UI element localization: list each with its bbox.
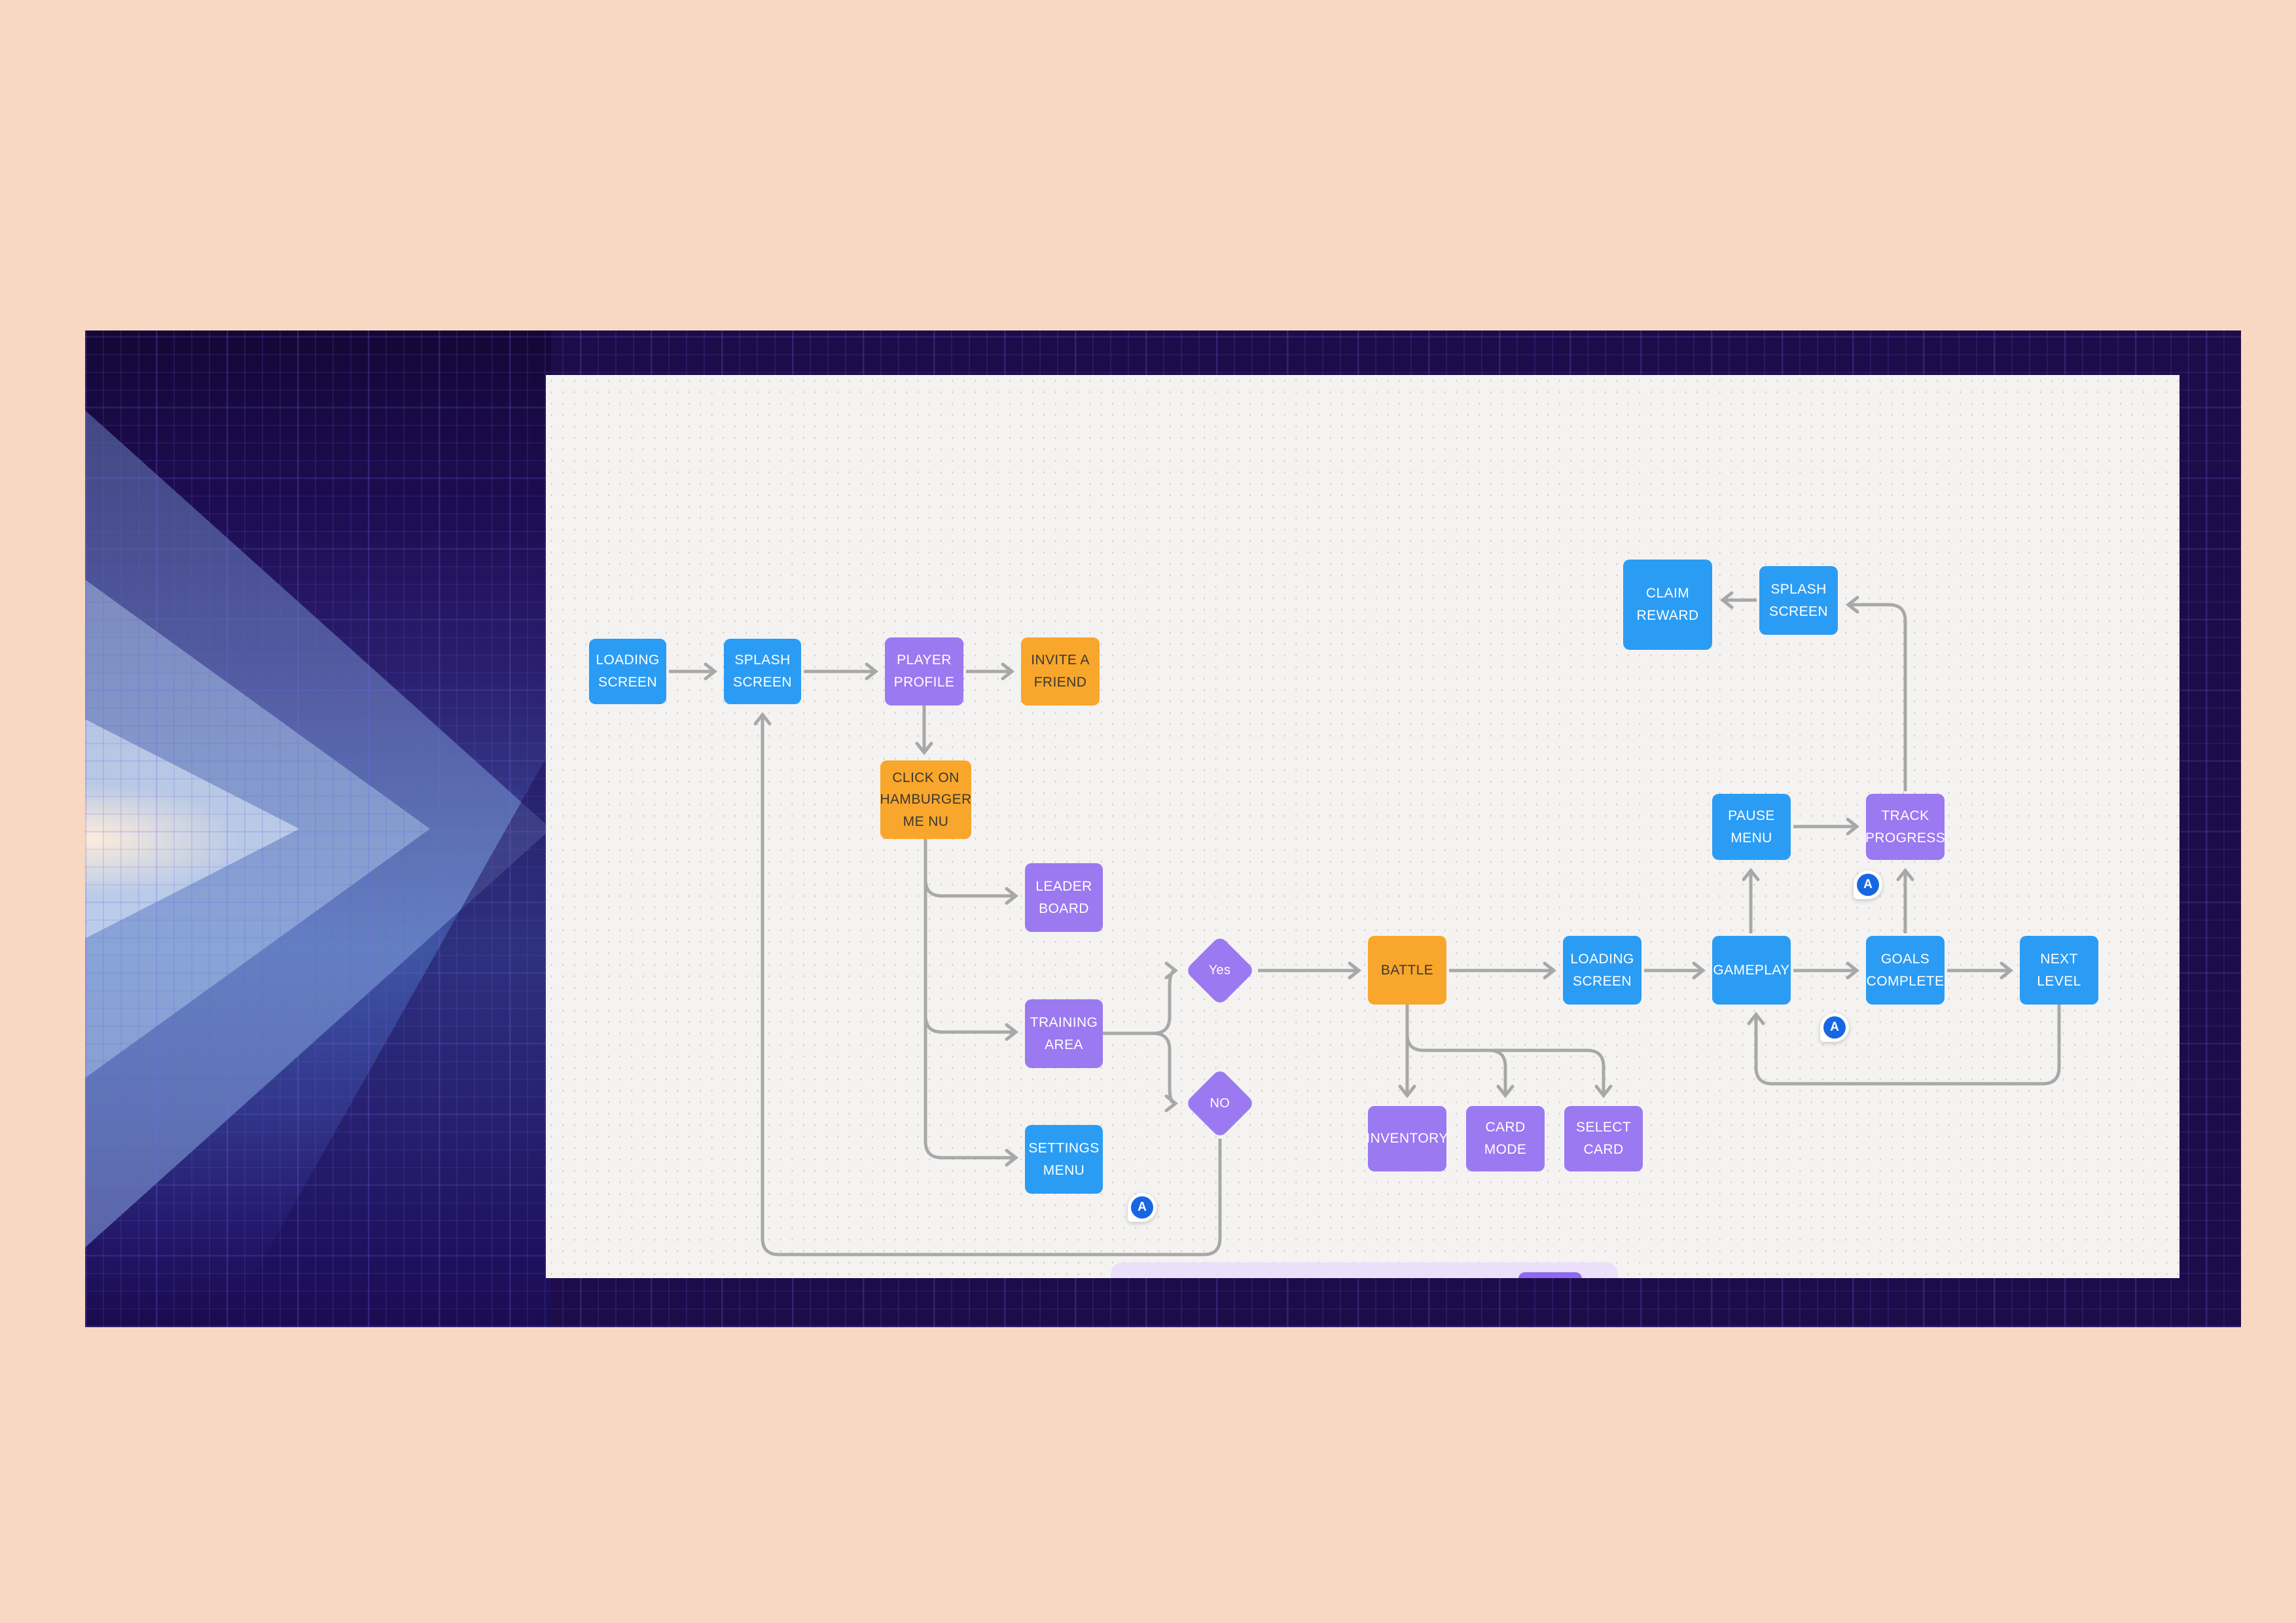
node-gameplay[interactable]: GAMEPLAY xyxy=(1712,936,1791,1005)
edge-hamburger-to-leaderboard xyxy=(924,839,1019,905)
node-click-on-hamburger-menu[interactable]: CLICK ON HAMBURGER ME NU xyxy=(880,760,971,839)
node-training-area[interactable]: TRAINING AREA xyxy=(1025,999,1103,1068)
node-label: NEXT LEVEL xyxy=(2037,951,2081,989)
edge-training-to-yes xyxy=(1103,961,1179,1035)
bottom-toolbar xyxy=(1111,1262,1618,1278)
light-glow xyxy=(85,330,551,1327)
edge-battle-to-cardmode xyxy=(1456,1048,1515,1099)
node-loading-screen-2[interactable]: LOADING SCREEN xyxy=(1563,936,1641,1005)
badge-pin: A xyxy=(1854,870,1882,899)
node-splash-screen-2[interactable]: SPLASH SCREEN xyxy=(1759,566,1838,635)
node-loading-screen-1[interactable]: LOADING SCREEN xyxy=(589,639,666,704)
node-invite-a-friend[interactable]: INVITE A FRIEND xyxy=(1021,637,1100,705)
node-card-mode[interactable]: CARD MODE xyxy=(1466,1106,1545,1171)
node-label: SPLASH SCREEN xyxy=(733,652,792,690)
edge-hamburger-to-training xyxy=(924,839,1019,1041)
node-claim-reward[interactable]: CLAIM REWARD xyxy=(1623,560,1712,650)
node-label: GAMEPLAY xyxy=(1713,962,1790,978)
node-splash-screen-1[interactable]: SPLASH SCREEN xyxy=(724,639,801,704)
collaborator-avatar: A xyxy=(1823,1016,1846,1039)
edge-battle-to-selectcard xyxy=(1405,1005,1613,1099)
node-track-progress[interactable]: TRACK PROGRESS xyxy=(1865,794,1946,860)
frame-artwork xyxy=(85,330,551,1327)
collaborator-avatar: A xyxy=(1131,1196,1153,1219)
node-label: SETTINGS MENU xyxy=(1028,1140,1100,1178)
node-label: SPLASH SCREEN xyxy=(1769,581,1828,619)
toolbar-button[interactable] xyxy=(1518,1272,1582,1278)
node-label: SELECT CARD xyxy=(1575,1120,1632,1157)
node-label: PLAYER PROFILE xyxy=(893,652,955,690)
node-label: INVITE A FRIEND xyxy=(1031,652,1090,690)
node-label: PAUSE MENU xyxy=(1728,808,1775,846)
collaborator-badge[interactable]: A xyxy=(1854,870,1882,899)
collaborator-badge[interactable]: A xyxy=(1820,1013,1849,1042)
node-settings-menu[interactable]: SETTINGS MENU xyxy=(1025,1125,1103,1194)
whiteboard-canvas[interactable]: LOADING SCREEN SPLASH SCREEN PLAYER PROF… xyxy=(546,375,2179,1278)
node-select-card[interactable]: SELECT CARD xyxy=(1564,1106,1643,1171)
decision-label: NO xyxy=(1210,1096,1230,1111)
node-label: INVENTORY xyxy=(1366,1131,1448,1147)
node-battle[interactable]: BATTLE xyxy=(1368,936,1446,1005)
edge-nextlevel-to-gameplay xyxy=(1747,1005,2061,1086)
node-pause-menu[interactable]: PAUSE MENU xyxy=(1712,794,1791,860)
edge-training-to-no xyxy=(1103,1031,1179,1113)
node-label: LOADING SCREEN xyxy=(596,652,660,690)
node-leader-board[interactable]: LEADER BOARD xyxy=(1025,863,1103,932)
node-label: BATTLE xyxy=(1380,962,1434,978)
collaborator-badge[interactable]: A xyxy=(1128,1193,1157,1222)
decision-label: Yes xyxy=(1209,963,1231,978)
node-label: GOALS COMPLETE xyxy=(1866,951,1945,989)
node-player-profile[interactable]: PLAYER PROFILE xyxy=(885,637,963,705)
badge-pin: A xyxy=(1820,1013,1849,1042)
node-label: CLAIM REWARD xyxy=(1636,586,1699,623)
collaborator-avatar: A xyxy=(1857,874,1879,896)
node-label: TRAINING AREA xyxy=(1030,1014,1098,1052)
edge-no-to-splash1 xyxy=(753,711,1222,1257)
node-label: CLICK ON HAMBURGER ME NU xyxy=(880,770,972,829)
node-label: LEADER BOARD xyxy=(1035,878,1092,916)
node-label: TRACK PROGRESS xyxy=(1865,808,1946,846)
node-next-level[interactable]: NEXT LEVEL xyxy=(2020,936,2098,1005)
badge-pin: A xyxy=(1128,1193,1157,1222)
edge-hamburger-to-settings xyxy=(924,839,1019,1167)
node-label: CARD MODE xyxy=(1484,1120,1527,1157)
node-inventory[interactable]: INVENTORY xyxy=(1366,1106,1448,1171)
edge-track-to-splash2 xyxy=(1845,596,1907,791)
node-label: LOADING SCREEN xyxy=(1570,951,1634,989)
flow-connectors xyxy=(669,591,2061,1257)
node-goals-complete[interactable]: GOALS COMPLETE xyxy=(1866,936,1945,1005)
